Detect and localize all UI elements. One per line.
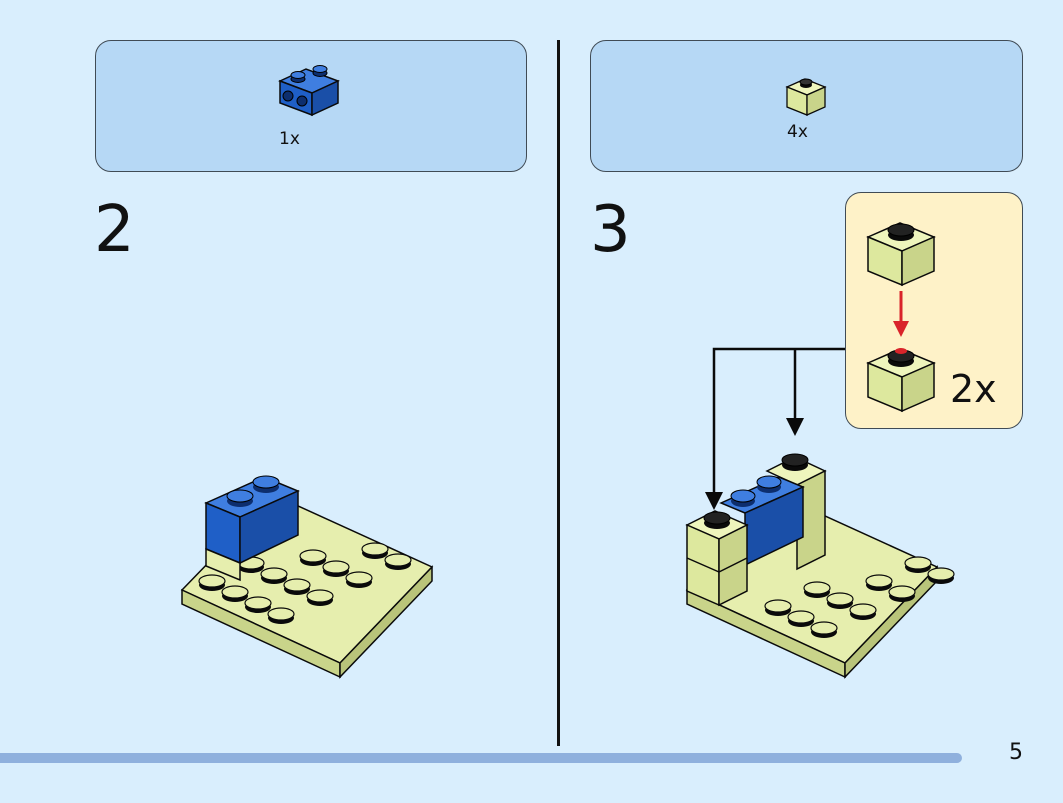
plate-stud (322, 560, 350, 574)
plate-stud (198, 574, 226, 588)
step3-number: 3 (590, 193, 631, 267)
plate-stud (306, 589, 334, 603)
step2-model-illustration (180, 475, 434, 679)
plate-stud (260, 567, 288, 581)
step3-model-illustration (685, 453, 955, 679)
plate-stud (299, 549, 327, 563)
plate-stud (764, 599, 792, 613)
plate-stud (803, 581, 831, 595)
plate-stud (221, 585, 249, 599)
blue-1x2-brick-icon (278, 65, 340, 117)
plate-stud (927, 567, 955, 581)
step3-part-quantity: 4x (787, 122, 808, 142)
plate-stud (384, 553, 412, 567)
plate-stud (888, 585, 916, 599)
plate-stud (787, 610, 815, 624)
plate-stud (244, 596, 272, 610)
plate-stud (849, 603, 877, 617)
sub-assembly-callout: 2x (845, 192, 1023, 429)
plate-stud (267, 607, 295, 621)
step2-parts-panel: 1x (95, 40, 527, 172)
plate-stud (810, 621, 838, 635)
callout-assembly-illustration (866, 222, 936, 413)
lime-1x1-brick-icon (785, 78, 827, 117)
plate-stud (283, 578, 311, 592)
plate-stud (826, 592, 854, 606)
step2-number: 2 (94, 193, 135, 267)
progress-bar (0, 753, 962, 763)
step3-parts-panel: 4x (590, 40, 1023, 172)
plate-stud (345, 571, 373, 585)
plate-stud (865, 574, 893, 588)
step-divider (557, 40, 560, 746)
plate-stud (361, 542, 389, 556)
plate-stud (904, 556, 932, 570)
page-number: 5 (1009, 740, 1023, 765)
step2-part-quantity: 1x (279, 129, 300, 149)
callout-multiplier: 2x (950, 367, 997, 411)
